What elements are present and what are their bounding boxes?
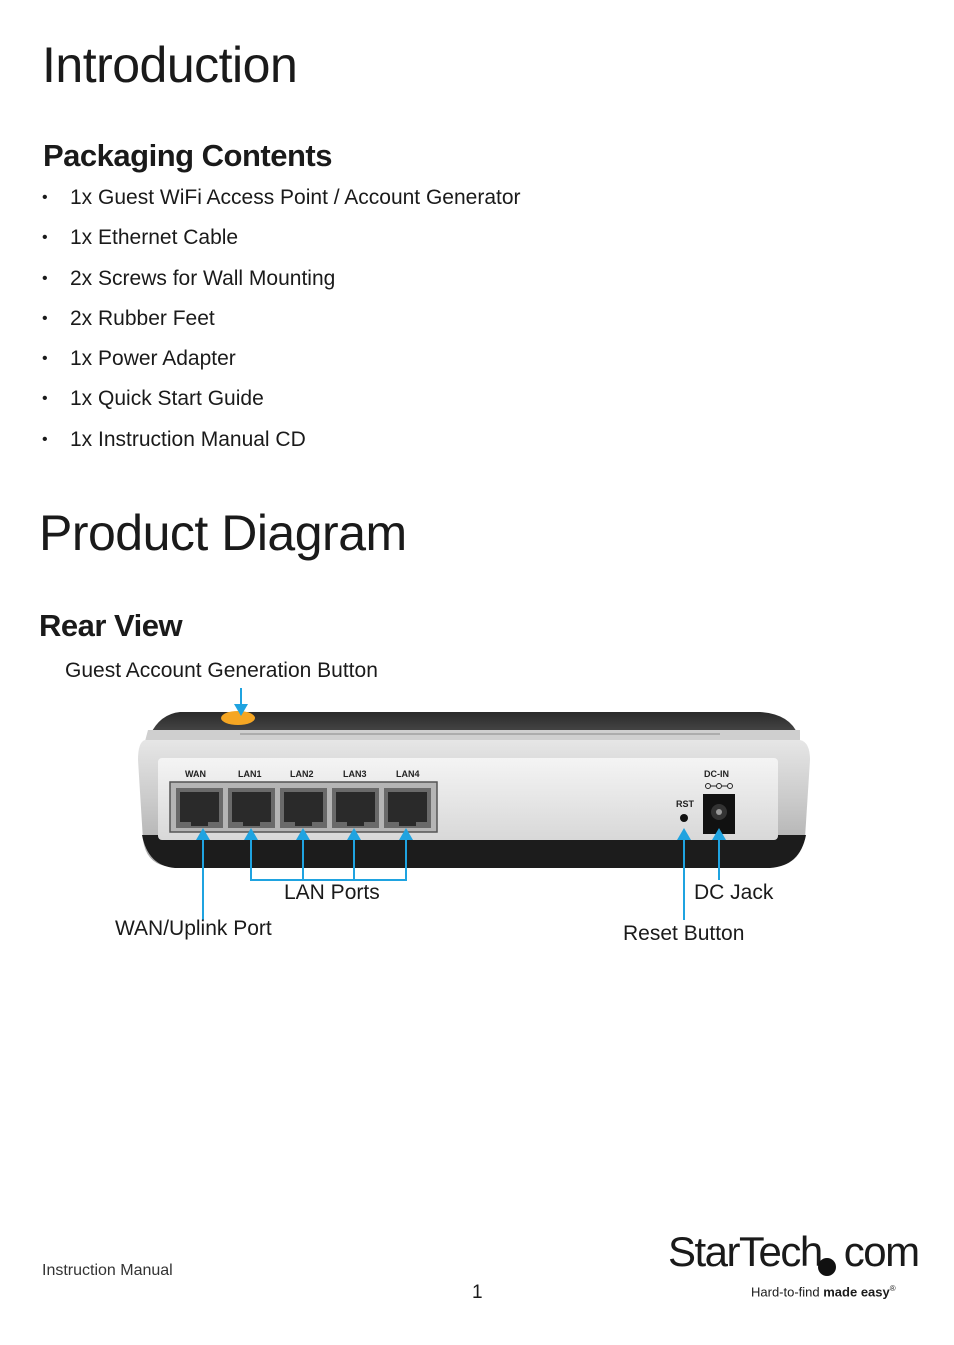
lan2-port-label: LAN2 — [290, 769, 314, 779]
guest-button-callout: Guest Account Generation Button — [65, 659, 378, 682]
reset-button-callout: Reset Button — [623, 922, 745, 945]
tagline-light: Hard-to-find — [751, 1284, 824, 1300]
callout-lines — [196, 688, 726, 920]
list-item: 2x Screws for Wall Mounting — [42, 261, 521, 301]
lan3-port — [332, 788, 379, 828]
reset-hole — [680, 814, 688, 822]
router-bottom-band — [142, 835, 806, 868]
product-diagram-title: Product Diagram — [39, 505, 407, 561]
logo-domain: com — [843, 1228, 920, 1275]
startech-logo: StarTech com Hard-to-find made easy® — [668, 1228, 920, 1308]
rear-view-heading: Rear View — [39, 608, 183, 643]
list-item: 1x Quick Start Guide — [42, 381, 521, 421]
list-item: 1x Guest WiFi Access Point / Account Gen… — [42, 180, 521, 220]
list-item: 1x Ethernet Cable — [42, 220, 521, 260]
wan-port — [176, 788, 223, 828]
router-top-band — [150, 712, 798, 735]
lan-ports-callout: LAN Ports — [284, 881, 380, 904]
lan3-port-label: LAN3 — [343, 769, 367, 779]
router-rear-diagram: WAN LAN1 LAN2 LAN3 LAN4 RST DC-IN — [138, 688, 810, 920]
list-item: 1x Instruction Manual CD — [42, 422, 521, 462]
list-item: 2x Rubber Feet — [42, 301, 521, 341]
lan4-port-label: LAN4 — [396, 769, 420, 779]
tagline-bold: made easy — [823, 1284, 890, 1300]
wan-port-label: WAN — [185, 769, 206, 779]
list-item: 1x Power Adapter — [42, 341, 521, 381]
introduction-title: Introduction — [42, 37, 298, 93]
instruction-manual-label: Instruction Manual — [42, 1262, 173, 1279]
dc-jack-callout: DC Jack — [694, 881, 774, 904]
packaging-contents-list: 1x Guest WiFi Access Point / Account Gen… — [42, 180, 521, 462]
registered-mark: ® — [889, 1284, 896, 1293]
dcin-label: DC-IN — [704, 769, 729, 779]
rst-label: RST — [676, 799, 695, 809]
dc-jack — [703, 794, 735, 834]
logo-wordmark: StarTech — [668, 1228, 823, 1275]
lan2-port — [280, 788, 327, 828]
wan-port-callout: WAN/Uplink Port — [115, 917, 272, 940]
lan1-port — [228, 788, 275, 828]
logo-tagline: Hard-to-find made easy® — [751, 1284, 896, 1299]
lan4-port — [384, 788, 431, 828]
page-number: 1 — [472, 1282, 483, 1303]
lan1-port-label: LAN1 — [238, 769, 262, 779]
logo-dot-icon — [818, 1258, 836, 1276]
polarity-icon — [705, 783, 733, 789]
guest-account-button — [221, 711, 255, 725]
packaging-contents-heading: Packaging Contents — [43, 138, 333, 173]
